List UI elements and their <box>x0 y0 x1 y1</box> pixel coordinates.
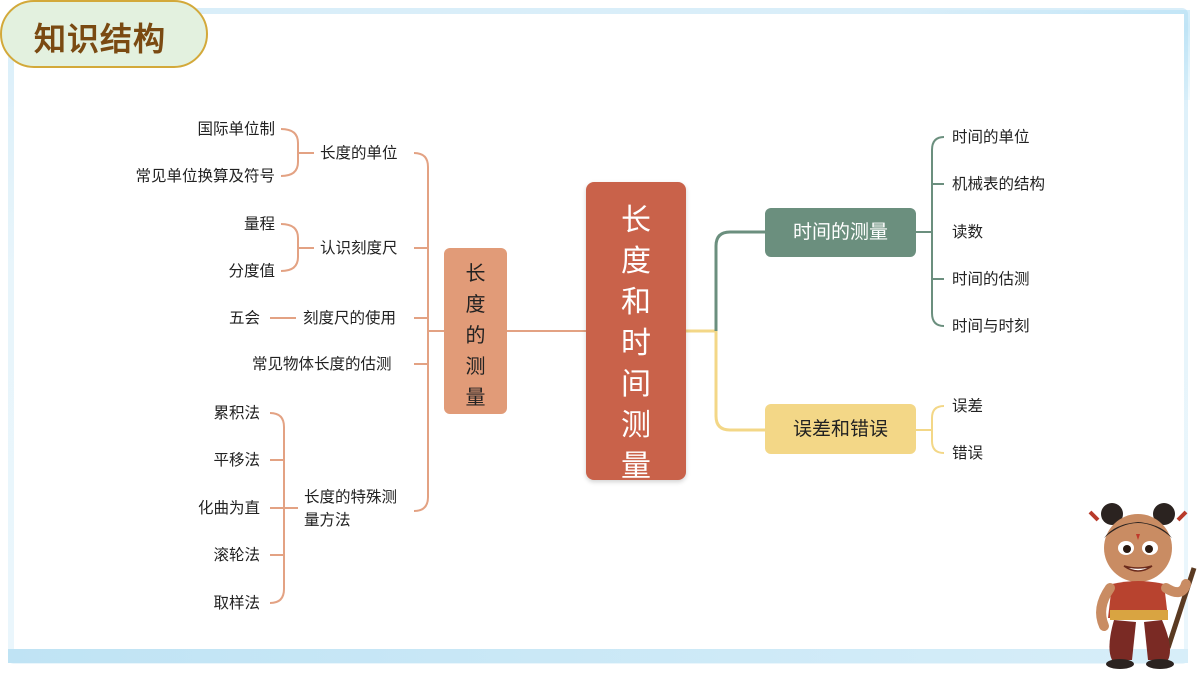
leaf-item: 滚轮法 <box>213 546 260 564</box>
unit-bracket <box>280 128 299 177</box>
ruler-label: 认识刻度尺 <box>320 239 398 257</box>
link-center-error <box>714 331 765 432</box>
decorative-strip <box>8 649 1188 663</box>
title-badge: 知识结构 <box>0 0 208 68</box>
center-char: 量 <box>621 449 651 484</box>
error-bracket <box>931 405 945 454</box>
time-measure-node: 时间的测量 <box>765 208 916 257</box>
error-item: 错误 <box>952 444 984 462</box>
time-item: 机械表的结构 <box>952 175 1046 193</box>
mascot-character-illustration <box>1088 503 1197 669</box>
leaf-item: 五会 <box>228 309 260 327</box>
center-char: 和 <box>621 285 651 320</box>
time-item: 时间的估测 <box>952 270 1030 288</box>
page-title: 知识结构 <box>34 20 167 58</box>
length-measure-node: 长 度 的 测 量 <box>444 248 507 414</box>
leaf-item: 取样法 <box>213 594 260 612</box>
error-node: 误差和错误 <box>765 404 916 454</box>
leaf-item: 量程 <box>243 215 275 233</box>
leaf-item: 累积法 <box>213 404 260 422</box>
error-item: 误差 <box>952 397 984 415</box>
leaf-item: 常见单位换算及符号 <box>135 167 275 185</box>
ruler-bracket <box>280 223 299 272</box>
leaf-item: 国际单位制 <box>197 120 275 138</box>
leaf-item: 平移法 <box>213 451 260 469</box>
link-center-time <box>714 230 765 331</box>
center-char: 时 <box>621 326 651 361</box>
length-char: 量 <box>465 385 486 409</box>
center-char: 间 <box>621 367 651 402</box>
time-item: 时间的单位 <box>952 128 1030 146</box>
special-method-label-line2: 量方法 <box>304 511 351 529</box>
center-char: 测 <box>621 408 651 443</box>
time-bracket <box>931 136 945 327</box>
length-char: 测 <box>465 354 486 378</box>
length-bracket <box>413 152 429 512</box>
leaf-item: 分度值 <box>228 262 275 280</box>
center-topic-text: 长 度 和 时 间 测 量 <box>586 200 686 487</box>
center-topic-node: 长 度 和 时 间 测 量 <box>586 182 686 484</box>
center-char: 长 <box>621 203 651 238</box>
estimate-label: 常见物体长度的估测 <box>252 355 392 373</box>
length-measure-text: 长 度 的 测 量 <box>444 258 507 413</box>
time-item: 时间与时刻 <box>952 317 1030 335</box>
center-char: 度 <box>621 244 651 279</box>
length-char: 长 <box>465 261 486 285</box>
ruler-usage-label: 刻度尺的使用 <box>303 309 397 327</box>
time-item: 读数 <box>952 223 984 241</box>
leaf-item: 化曲为直 <box>197 499 260 517</box>
special-method-label-line1: 长度的特殊测 <box>304 488 398 506</box>
length-char: 的 <box>465 323 486 347</box>
length-char: 度 <box>465 292 486 316</box>
length-unit-label: 长度的单位 <box>320 144 398 162</box>
